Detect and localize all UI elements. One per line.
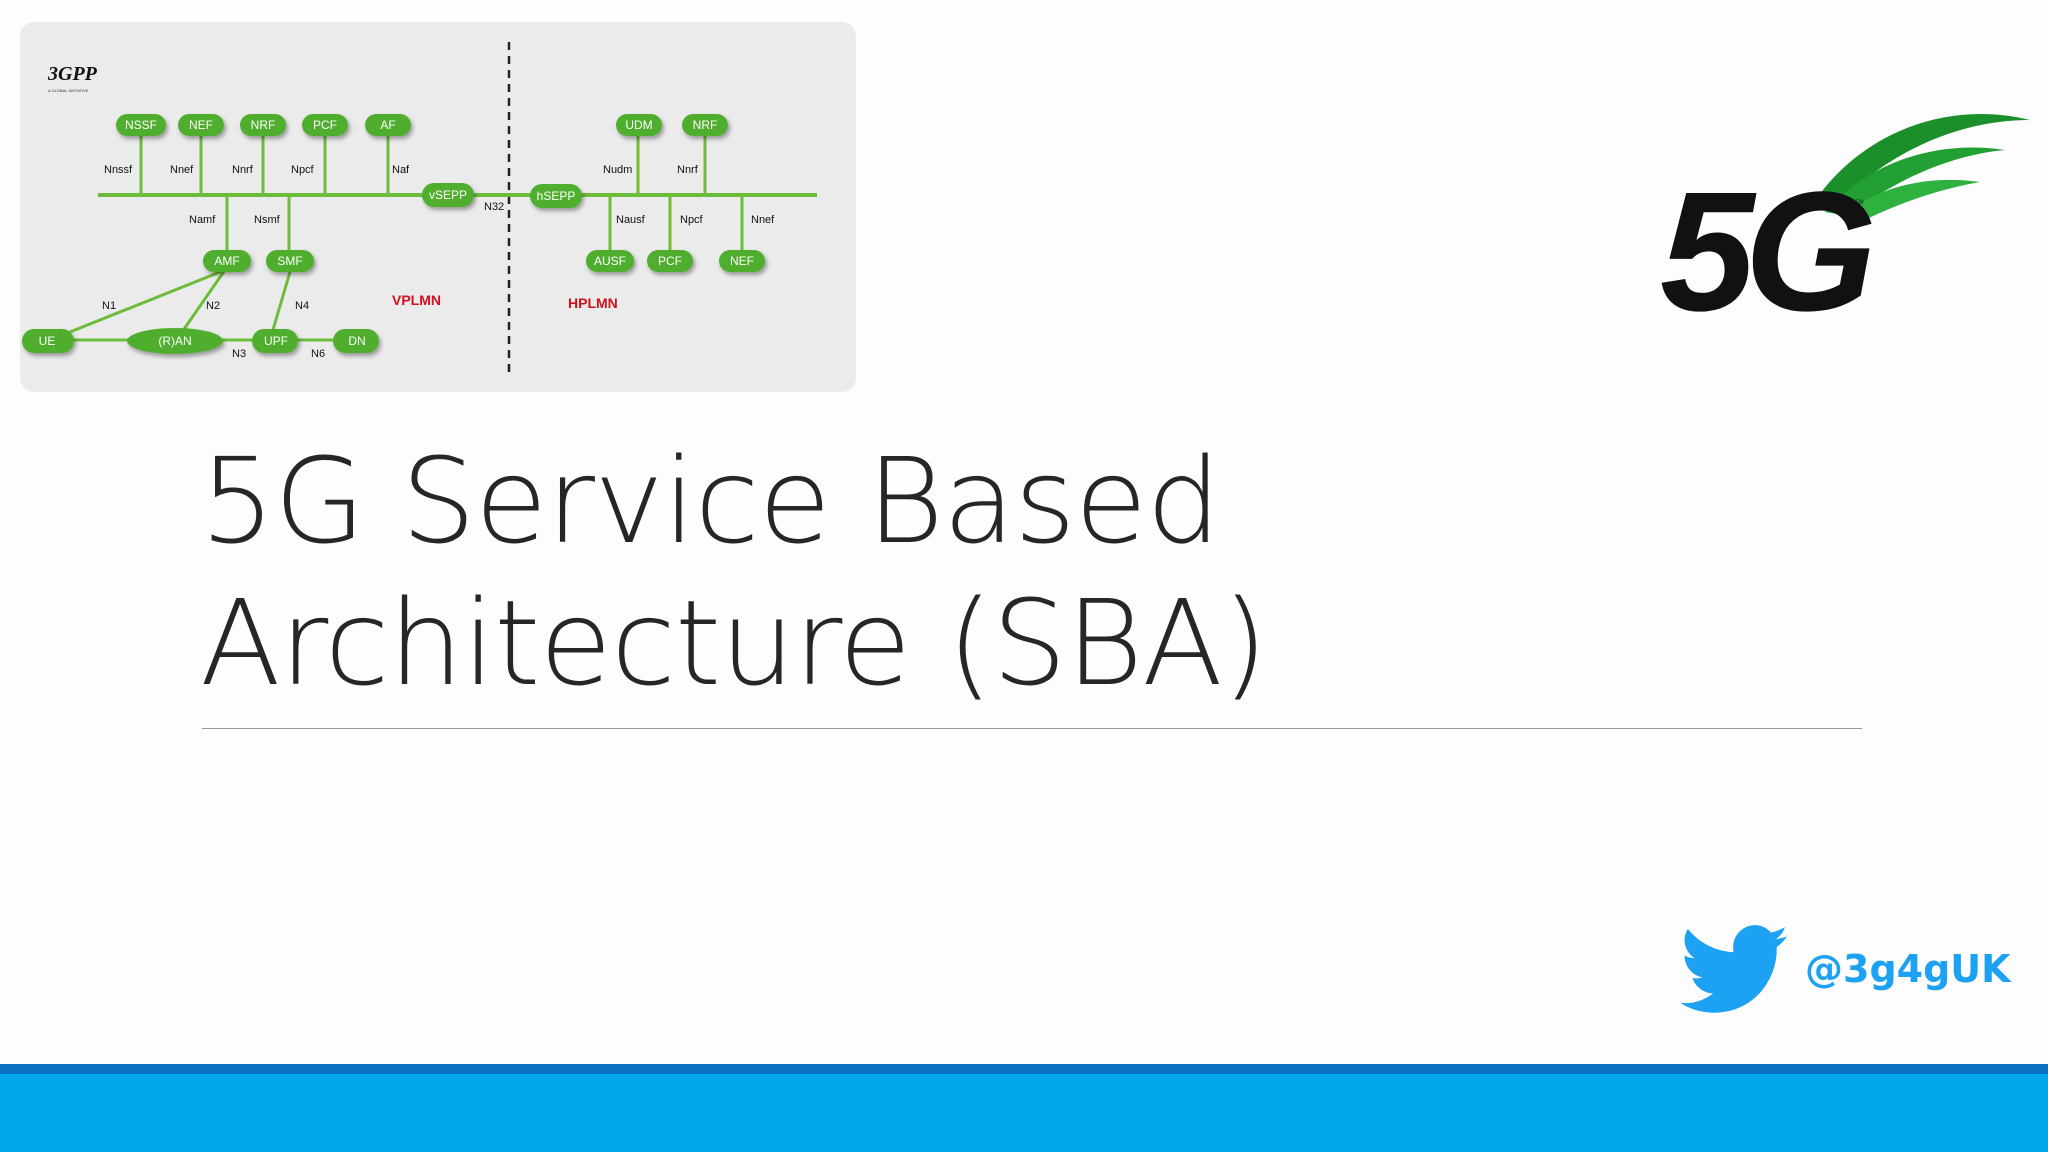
nf-nrf-home: [682, 114, 728, 136]
nf-ue: [22, 329, 74, 353]
twitter-handle[interactable]: @3g4gUK: [1805, 947, 2011, 991]
svg-text:A GLOBAL INITIATIVE: A GLOBAL INITIATIVE: [48, 88, 89, 93]
nf-vsepp: [422, 183, 474, 207]
nf-ran: [127, 328, 223, 354]
vplmn-label: VPLMN: [392, 292, 441, 308]
svg-text:PCF: PCF: [313, 118, 337, 132]
svg-text:Npcf: Npcf: [680, 214, 704, 226]
svg-text:Nnrf: Nnrf: [677, 164, 699, 176]
svg-text:Nsmf: Nsmf: [254, 214, 281, 226]
svg-text:N6: N6: [311, 348, 325, 360]
nf-hsepp: [530, 184, 582, 208]
svg-text:(R)AN: (R)AN: [158, 334, 191, 348]
svg-text:AF: AF: [380, 118, 395, 132]
svg-text:AMF: AMF: [214, 254, 239, 268]
svg-text:Nnssf: Nnssf: [104, 164, 133, 176]
nf-upf: [252, 329, 298, 353]
svg-text:Npcf: Npcf: [291, 164, 315, 176]
svg-text:AUSF: AUSF: [594, 254, 626, 268]
svg-text:Nausf: Nausf: [616, 214, 646, 226]
title-divider: [202, 728, 1862, 729]
svg-text:NSSF: NSSF: [125, 118, 157, 132]
svg-text:3GPP: 3GPP: [47, 63, 98, 85]
svg-text:N32: N32: [484, 201, 504, 213]
nf-smf: [266, 250, 314, 272]
5g-logo-svg: TM 5G: [1660, 113, 2030, 347]
svg-text:Nudm: Nudm: [603, 164, 632, 176]
nf-pcf: [302, 114, 348, 136]
svg-text:PCF: PCF: [658, 254, 682, 268]
svg-text:Nnrf: Nnrf: [232, 164, 254, 176]
twitter-bird-icon: [1680, 925, 1789, 1013]
5g-logo: TM 5G: [1660, 90, 2040, 347]
svg-text:TM: TM: [1855, 200, 1864, 206]
nf-af: [365, 114, 411, 136]
svg-text:DN: DN: [348, 334, 365, 348]
nf-ausf: [586, 250, 634, 272]
hplmn-label: HPLMN: [568, 295, 618, 311]
svg-text:Namf: Namf: [189, 214, 216, 226]
top-interfaces: Nnssf Nnef Nnrf Npcf Naf Nudm Nnrf: [104, 164, 699, 176]
top-left-functions: NSSF NEF NRF PCF AF UDM NRF: [116, 114, 728, 136]
twitter-contact[interactable]: @3g4gUK: [1680, 925, 2048, 1025]
svg-text:N1: N1: [102, 300, 116, 312]
nf-nssf: [116, 114, 166, 136]
svg-text:NEF: NEF: [189, 118, 213, 132]
3gpp-logo: 3GPP A GLOBAL INITIATIVE: [47, 63, 98, 93]
nf-nrf: [240, 114, 286, 136]
svg-text:UE: UE: [39, 334, 56, 348]
svg-text:vSEPP: vSEPP: [429, 188, 467, 202]
svg-text:N3: N3: [232, 348, 246, 360]
title-line-2: Architecture (SBA): [200, 574, 1268, 712]
nf-amf: [203, 250, 251, 272]
sba-diagram: 3GPP A GLOBAL INITIATIVE: [20, 22, 856, 392]
title-line-1: 5G Service Based: [200, 432, 1221, 570]
svg-text:Nnef: Nnef: [751, 214, 775, 226]
slide-title: 5G Service Based Architecture (SBA): [200, 430, 1800, 714]
nf-pcf-home: [647, 250, 693, 272]
svg-text:NRF: NRF: [251, 118, 276, 132]
sba-diagram-svg: 3GPP A GLOBAL INITIATIVE: [22, 42, 817, 372]
nf-nef-home: [719, 250, 765, 272]
footer-bar: [0, 1074, 2048, 1152]
svg-text:SMF: SMF: [277, 254, 302, 268]
svg-text:Naf: Naf: [392, 164, 410, 176]
svg-text:Nnef: Nnef: [170, 164, 194, 176]
svg-text:UPF: UPF: [264, 334, 288, 348]
svg-text:UDM: UDM: [625, 118, 652, 132]
nf-nef: [178, 114, 224, 136]
svg-text:hSEPP: hSEPP: [537, 189, 576, 203]
nf-dn: [333, 329, 379, 353]
svg-text:NRF: NRF: [693, 118, 718, 132]
nf-udm: [616, 114, 662, 136]
svg-text:N4: N4: [295, 300, 309, 312]
svg-text:NEF: NEF: [730, 254, 754, 268]
footer-bar-dark: [0, 1064, 2048, 1074]
5g-logo-text: 5G: [1660, 157, 1872, 320]
svg-text:N2: N2: [206, 300, 220, 312]
